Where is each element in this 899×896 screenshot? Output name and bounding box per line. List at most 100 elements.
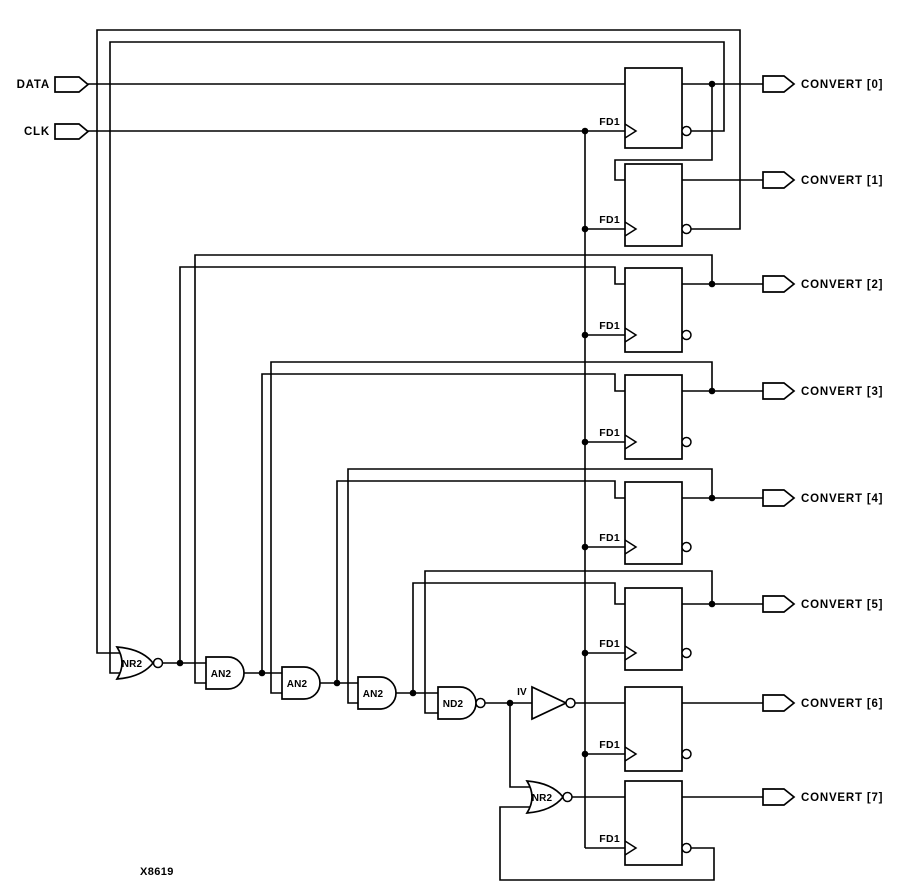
- inverter-bubble-icon: [565, 697, 576, 709]
- nor-gate-body: [115, 646, 155, 680]
- flipflop-body: [624, 374, 683, 460]
- clock-triangle-icon: [624, 327, 638, 343]
- output-port-convert-7: CONVERT [7]: [762, 788, 883, 806]
- flipflop-label: FD1: [599, 116, 620, 128]
- junction-dot: [708, 600, 716, 608]
- junction-dot: [708, 280, 716, 288]
- flipflop-label: FD1: [599, 739, 620, 751]
- junction-dot: [708, 80, 716, 88]
- clock-triangle-icon: [624, 123, 638, 139]
- clock-triangle-icon: [624, 840, 638, 856]
- output-port-symbol: [762, 694, 796, 712]
- qn-bubble-icon: [681, 541, 692, 553]
- junction-dot: [258, 669, 266, 677]
- gate-label: AN2: [363, 689, 384, 700]
- and2-gate-3: AN2: [357, 676, 397, 710]
- flipflop-label: FD1: [599, 214, 620, 226]
- and-gate-body: [357, 676, 397, 710]
- and-gate-body: [281, 666, 321, 700]
- ff3q-feedback-wire: [270, 361, 713, 694]
- wires: [88, 29, 763, 881]
- output-port-label: CONVERT [3]: [801, 386, 883, 398]
- qn-bubble-icon: [681, 842, 692, 854]
- junction-dot: [506, 699, 514, 707]
- output-port-label: CONVERT [4]: [801, 493, 883, 505]
- output-port-label: CONVERT [7]: [801, 792, 883, 804]
- junction-dot: [708, 387, 716, 395]
- ff4q-feedback-wire: [347, 468, 713, 704]
- and-gate-body: [205, 656, 245, 690]
- inverter-bubble-icon: [562, 791, 573, 803]
- input-port-data-symbol: [54, 76, 90, 93]
- junction-dot: [581, 331, 589, 339]
- clock-triangle-icon: [624, 434, 638, 450]
- flipflop-label: FD1: [599, 638, 620, 650]
- flipflop-label: FD1: [599, 532, 620, 544]
- output-port-symbol: [762, 489, 796, 507]
- flipflop-body: [624, 587, 683, 671]
- output-port-symbol: [762, 275, 796, 293]
- junction-dot: [581, 225, 589, 233]
- figure-number-label: X8619: [140, 866, 174, 878]
- flipflop-label: FD1: [599, 427, 620, 439]
- ff1-qn-feedback-wire: [96, 29, 741, 654]
- gate-label: IV: [517, 687, 527, 698]
- junction-dot: [581, 750, 589, 758]
- fd1-flipflop-7: FD1: [599, 780, 692, 866]
- and1-to-ff3d-wire: [261, 373, 625, 673]
- flipflop-body: [624, 67, 683, 149]
- nor-gate-body: [525, 780, 565, 814]
- junction-dot: [708, 494, 716, 502]
- input-port-clk-label: CLK: [24, 126, 50, 138]
- gate-label: AN2: [211, 669, 232, 680]
- nand-to-nor2-wire: [509, 703, 531, 788]
- qn-bubble-icon: [681, 125, 692, 137]
- inverter-body: [531, 685, 568, 721]
- output-port-symbol: [762, 382, 796, 400]
- input-port-data-label: DATA: [17, 79, 50, 91]
- fd1-flipflop-5: FD1: [599, 587, 692, 671]
- and2-gate-2: AN2: [281, 666, 321, 700]
- nand2-gate: ND2: [437, 686, 486, 720]
- flipflop-body: [624, 481, 683, 565]
- fd1-flipflop-0: FD1: [599, 67, 692, 149]
- junction-dot: [581, 127, 589, 135]
- output-port-symbol: [762, 595, 796, 613]
- junction-dots: [176, 80, 716, 758]
- fd1-flipflop-6: FD1: [599, 686, 692, 772]
- inverter-bubble-icon: [475, 697, 486, 709]
- junction-dot: [176, 659, 184, 667]
- gate-label: ND2: [443, 699, 464, 710]
- junction-dot: [581, 438, 589, 446]
- output-port-convert-0: CONVERT [0]: [762, 75, 883, 93]
- clock-triangle-icon: [624, 645, 638, 661]
- output-port-convert-5: CONVERT [5]: [762, 595, 882, 613]
- output-port-symbol: [762, 75, 796, 93]
- flipflop-body: [624, 267, 683, 353]
- flipflop-label: FD1: [599, 833, 620, 845]
- flipflop-body: [624, 780, 683, 866]
- nor1-to-ff2d-wire: [179, 266, 625, 663]
- junction-dot: [409, 689, 417, 697]
- ff0q-to-ff1d-wire: [614, 84, 713, 181]
- flipflop-body: [624, 686, 683, 772]
- clock-triangle-icon: [624, 746, 638, 762]
- output-port-label: CONVERT [2]: [801, 279, 883, 291]
- junction-dot: [581, 543, 589, 551]
- output-port-convert-2: CONVERT [2]: [762, 275, 883, 293]
- nor2-gate-1: NR2: [115, 646, 164, 680]
- ff2q-feedback-wire: [194, 254, 713, 684]
- output-port-label: CONVERT [0]: [801, 79, 883, 91]
- output-port-symbol: [762, 788, 796, 806]
- ff7-qn-feedback-wire: [499, 806, 715, 881]
- clock-triangle-icon: [624, 221, 638, 237]
- fd1-flipflop-1: FD1: [599, 163, 692, 247]
- qn-bubble-icon: [681, 329, 692, 341]
- fd1-flipflop-4: FD1: [599, 481, 692, 565]
- junction-dot: [333, 679, 341, 687]
- output-port-label: CONVERT [1]: [801, 175, 883, 187]
- output-port-convert-4: CONVERT [4]: [762, 489, 883, 507]
- ff5q-feedback-wire: [424, 570, 713, 714]
